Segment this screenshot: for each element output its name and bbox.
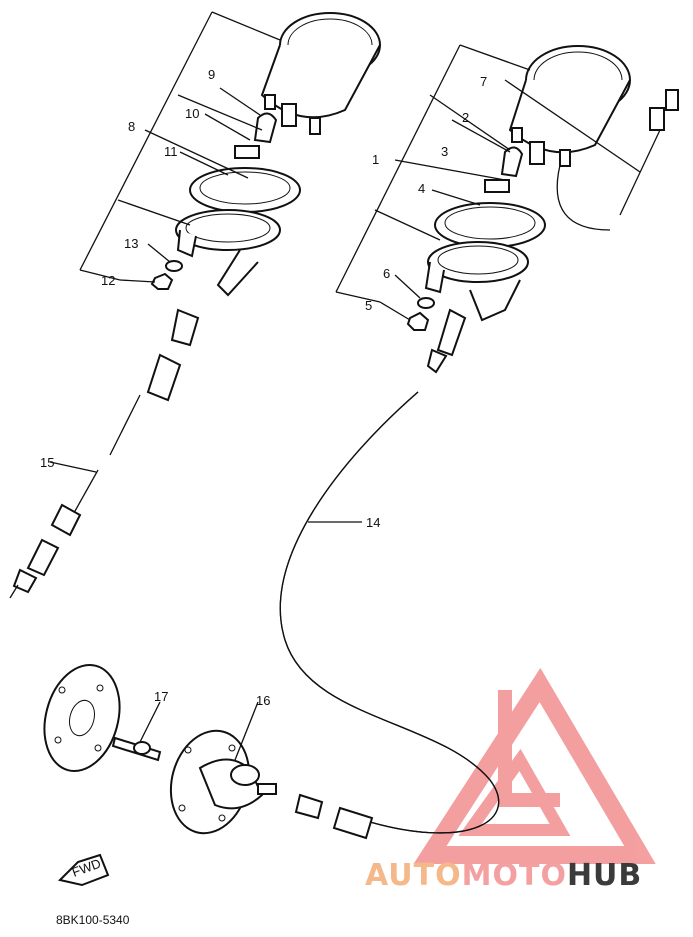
callout-12: 12 bbox=[101, 273, 115, 288]
right-leader-lines bbox=[335, 44, 641, 321]
fwd-arrow: FWD bbox=[58, 853, 110, 887]
callout-9: 9 bbox=[208, 67, 215, 82]
watermark-text: AUTOMOTOHUB bbox=[365, 858, 642, 893]
watermark-logo bbox=[413, 667, 656, 864]
main-cable bbox=[279, 391, 500, 840]
callout-labels: 1 2 3 4 5 6 7 8 9 10 11 12 13 14 15 16 1… bbox=[40, 67, 487, 708]
callout-6: 6 bbox=[383, 266, 390, 281]
callout-5: 5 bbox=[365, 298, 372, 313]
callout-15: 15 bbox=[40, 455, 54, 470]
left-leader-lines bbox=[79, 11, 281, 283]
callout-3: 3 bbox=[441, 144, 448, 159]
callout-8: 8 bbox=[128, 119, 135, 134]
callout-4: 4 bbox=[418, 181, 425, 196]
callout-1: 1 bbox=[372, 152, 379, 167]
left-gauge-assembly bbox=[150, 12, 381, 297]
callout-14: 14 bbox=[366, 515, 380, 530]
left-cable bbox=[9, 308, 200, 599]
callout-10: 10 bbox=[185, 106, 199, 121]
callout-17: 17 bbox=[154, 689, 168, 704]
callout-11: 11 bbox=[164, 144, 178, 159]
callout-7: 7 bbox=[480, 74, 487, 89]
hub-parts bbox=[43, 664, 277, 835]
callout-13: 13 bbox=[124, 236, 138, 251]
callout-16: 16 bbox=[256, 693, 270, 708]
callout-2: 2 bbox=[462, 110, 469, 125]
right-gauge-assembly bbox=[406, 45, 679, 374]
diagram-code: 8BK100-5340 bbox=[56, 913, 130, 927]
